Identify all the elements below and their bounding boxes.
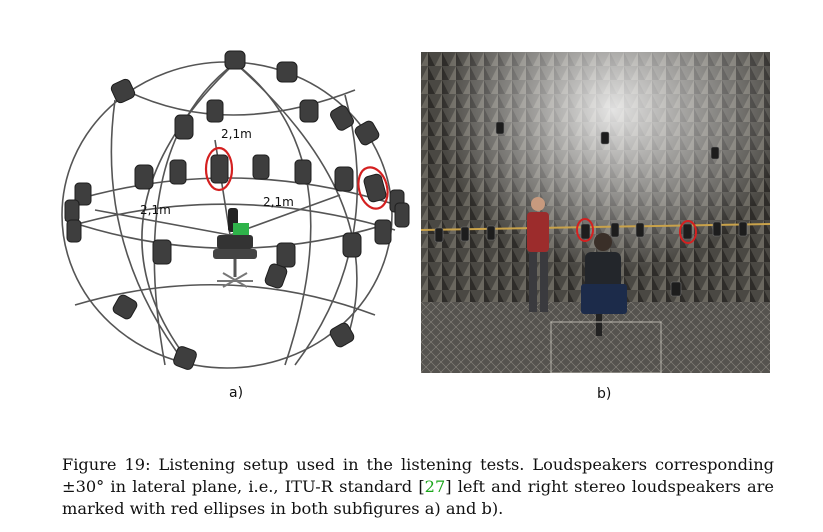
listener-chair-icon [213, 208, 257, 288]
speaker [152, 239, 172, 265]
distance-line-left [94, 209, 231, 236]
speaker [394, 202, 410, 228]
speaker [252, 154, 270, 180]
photo-speaker-left-stereo [580, 223, 591, 240]
red-ellipse-right [357, 166, 389, 210]
speaker [66, 219, 82, 243]
speaker [74, 182, 92, 206]
speaker [206, 99, 224, 123]
speaker [334, 166, 354, 192]
meridian-3 [141, 62, 236, 364]
speaker [64, 199, 80, 223]
speaker [134, 164, 154, 190]
speaker-left-stereo [210, 154, 229, 184]
speaker [294, 159, 312, 185]
meridian-5 [110, 99, 186, 364]
speaker [110, 78, 136, 104]
citation-link[interactable]: 27 [424, 477, 446, 497]
figure-19: 2,1m 2,1m 2,1m a) [55, 45, 770, 402]
loudspeaker-sphere-diagram [61, 50, 410, 370]
speaker [354, 120, 380, 146]
speaker [276, 242, 296, 268]
speaker [174, 114, 194, 140]
red-ellipse-left [204, 146, 234, 192]
anechoic-chamber-photo [421, 52, 770, 373]
distance-label-right: 2,1m [263, 195, 294, 209]
speaker [342, 232, 362, 258]
figure-caption: Figure 19: Listening setup used in the l… [62, 454, 774, 520]
sublabel-b: b) [597, 386, 612, 402]
ring-horizontal [66, 203, 396, 231]
latitude-top [124, 89, 356, 116]
seated-listener [581, 233, 627, 336]
meridian-2 [234, 62, 312, 366]
speaker [329, 322, 355, 348]
distance-label-left: 2,1m [140, 203, 171, 217]
photo-red-ellipse-left [576, 218, 594, 242]
speaker [299, 99, 319, 123]
speaker [169, 159, 187, 185]
distance-label-up: 2,1m [221, 127, 252, 141]
panel-b-photo [421, 52, 770, 373]
speaker [374, 219, 392, 245]
speaker-rail [421, 223, 770, 231]
meridian-6 [294, 94, 359, 366]
speaker-bottom [173, 346, 197, 370]
speaker [276, 61, 298, 83]
sublabel-a: a) [229, 385, 244, 401]
standing-person [527, 197, 549, 312]
photo-speaker-right-stereo [682, 223, 693, 240]
photo-red-ellipse-right [679, 220, 697, 244]
speaker [112, 294, 138, 320]
speaker-top [224, 50, 246, 70]
caption-tail: ] left and right stereo loudspeakers are… [62, 477, 774, 519]
speaker-right-stereo [363, 173, 387, 203]
panel-a-diagram: 2,1m 2,1m 2,1m [55, 45, 410, 380]
speaker [264, 263, 288, 289]
caption-lead: Figure 19: Listening setup used in the l… [62, 455, 774, 497]
speaker [330, 105, 354, 131]
